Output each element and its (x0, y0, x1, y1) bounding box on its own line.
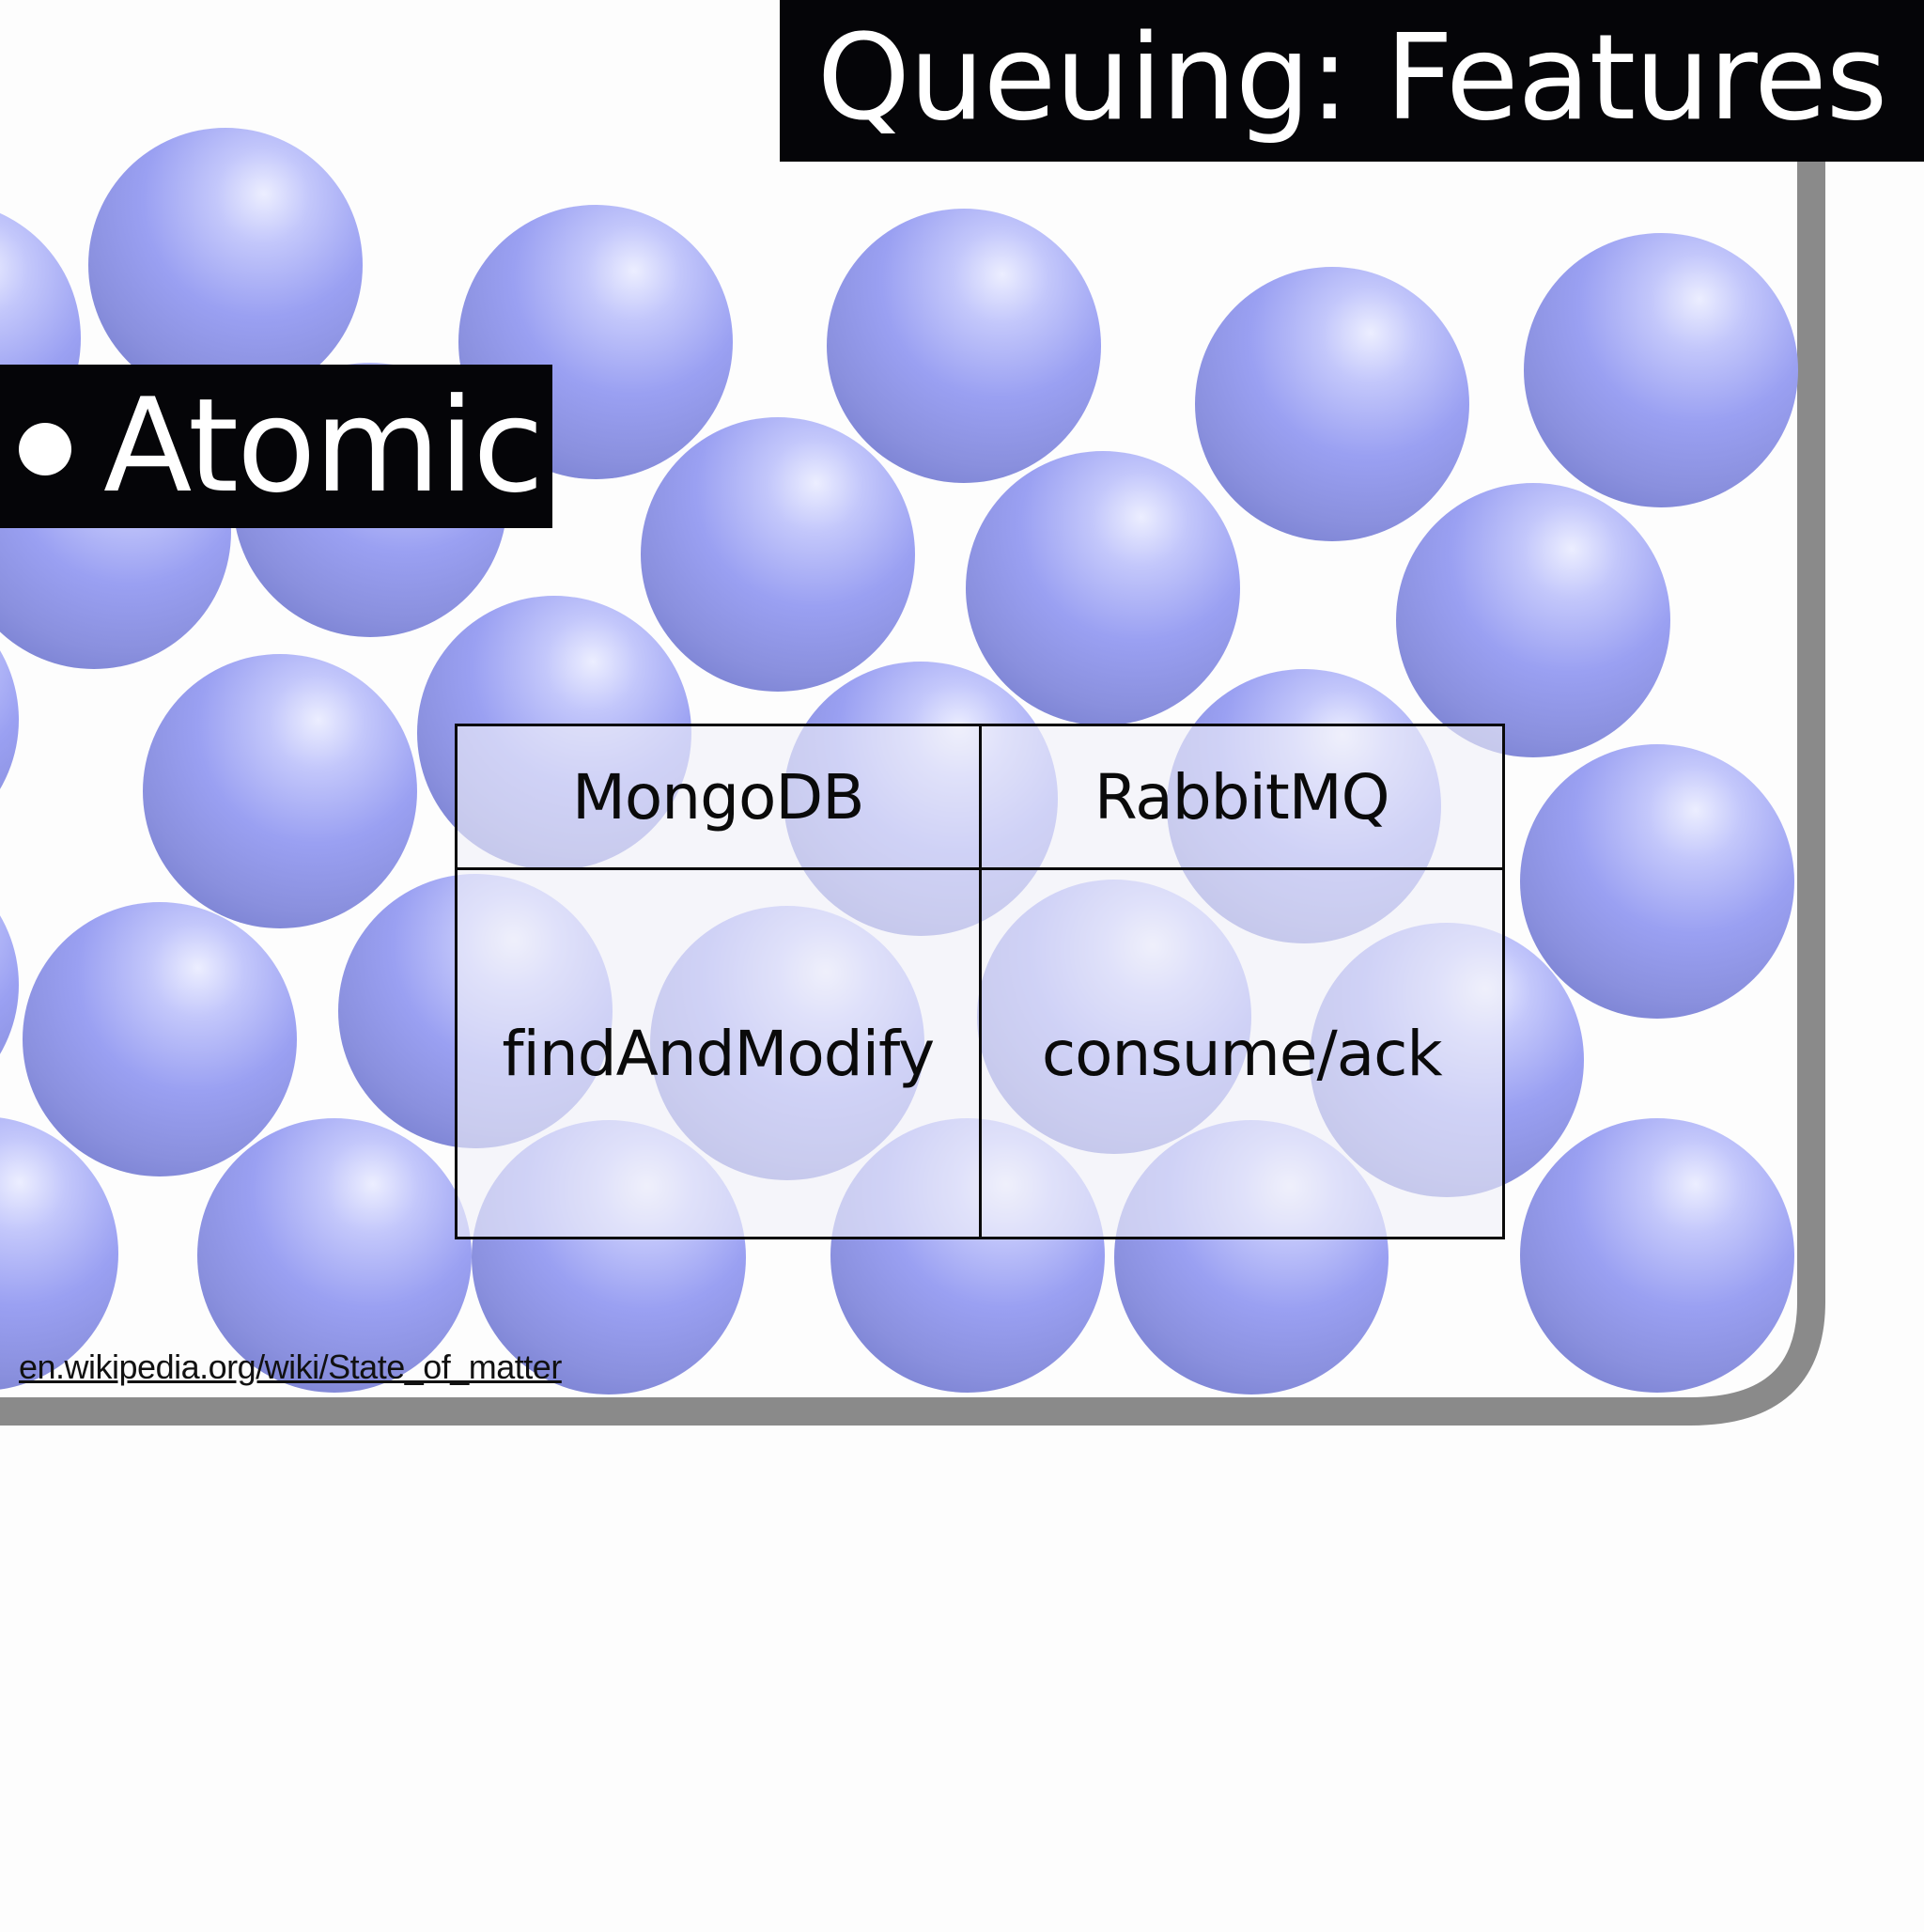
sphere (0, 1117, 118, 1390)
table-header-row: MongoDB RabbitMQ (455, 724, 1505, 870)
sphere (827, 209, 1101, 483)
bullet-banner: Atomic (0, 365, 552, 528)
sphere (1520, 1118, 1794, 1393)
table-row: findAndModify consume/ack (455, 867, 1505, 1239)
comparison-table: MongoDB RabbitMQ findAndModify consume/a… (455, 724, 1505, 1239)
header-rabbitmq: RabbitMQ (978, 724, 1505, 870)
bullet-text: Atomic (103, 370, 544, 522)
sphere (23, 902, 297, 1176)
sphere (1520, 744, 1794, 1019)
sphere (143, 654, 417, 928)
container-wall (0, 141, 1825, 1426)
title-banner: Queuing: Features (780, 0, 1924, 162)
cell-mongodb-feature: findAndModify (455, 867, 982, 1239)
sphere (1195, 267, 1469, 541)
sphere (1396, 483, 1670, 757)
sphere (1524, 233, 1798, 507)
header-mongodb: MongoDB (455, 724, 982, 870)
cell-rabbitmq-feature: consume/ack (978, 867, 1505, 1239)
slide-title: Queuing: Features (816, 8, 1888, 147)
sphere (0, 915, 19, 1054)
source-link[interactable]: en.wikipedia.org/wiki/State_of_matter (19, 1348, 562, 1386)
sphere (966, 451, 1240, 725)
sphere (0, 650, 19, 789)
sphere (88, 128, 363, 402)
bullet-dot-icon (19, 423, 71, 475)
sphere (197, 1118, 472, 1393)
sphere (641, 417, 915, 692)
